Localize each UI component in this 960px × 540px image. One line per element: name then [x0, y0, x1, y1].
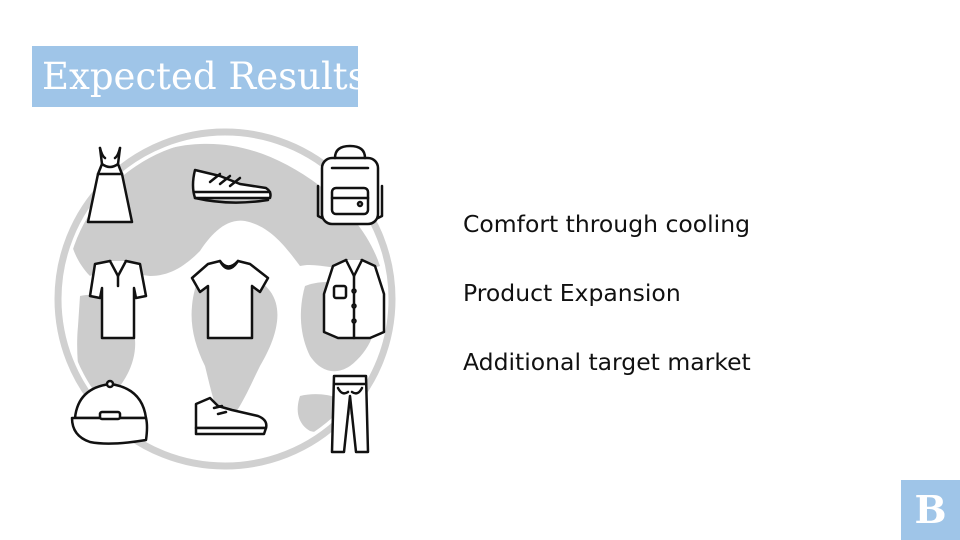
backpack-icon: [316, 144, 384, 226]
brand-logo: B: [901, 480, 960, 540]
dress-icon: [86, 146, 134, 224]
bullet-product-expansion: Product Expansion: [463, 279, 681, 307]
bullet-comfort: Comfort through cooling: [463, 210, 751, 238]
button-shirt-icon: [322, 258, 386, 340]
clothing-illustration: [50, 126, 400, 472]
cap-icon: [70, 379, 149, 445]
slide-title: Expected Results: [32, 46, 358, 107]
results-list: Comfort through cooling Product Expansio…: [463, 205, 751, 412]
sneaker-icon: [191, 168, 272, 204]
t-shirt-icon: [190, 259, 270, 340]
polo-shirt-icon: [88, 259, 148, 340]
dress-shoe-icon: [194, 396, 268, 436]
bullet-target-market: Additional target market: [463, 348, 751, 376]
jeans-icon: [330, 374, 370, 454]
